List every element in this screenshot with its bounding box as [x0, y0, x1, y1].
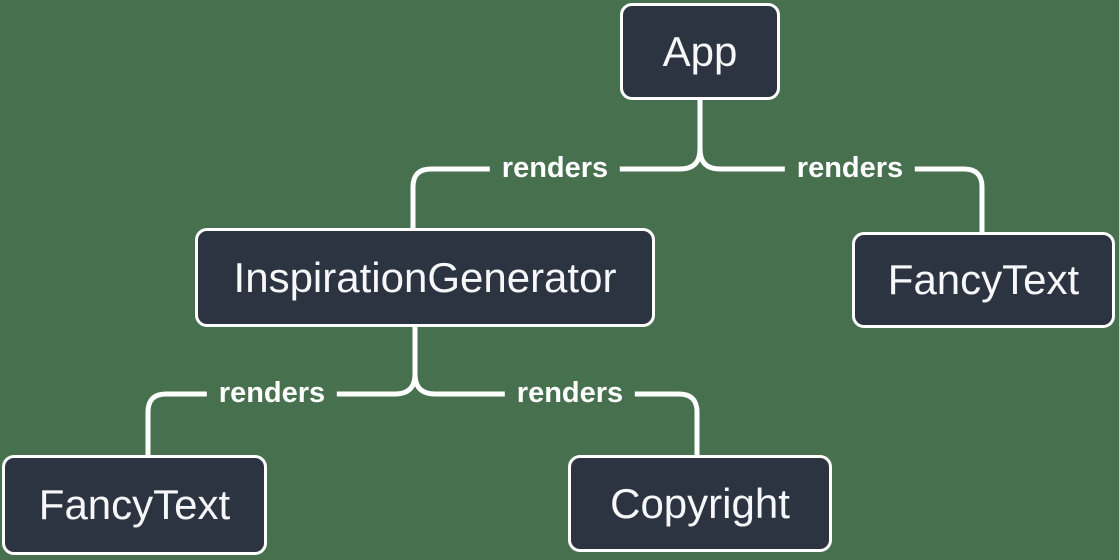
- node-fancy-text-label: FancyText: [887, 256, 1080, 303]
- node-app: App: [620, 3, 780, 100]
- edge-label-renders: renders: [206, 376, 338, 412]
- node-copyright: Copyright: [568, 455, 832, 552]
- edge-label-renders: renders: [489, 151, 621, 187]
- edge-label-renders: renders: [784, 151, 916, 187]
- node-fancy-text-label: FancyText: [38, 481, 231, 528]
- node-copyright-label: Copyright: [610, 479, 790, 527]
- node-fancy-text: FancyText: [852, 232, 1115, 328]
- node-fancy-text: FancyText: [2, 455, 267, 555]
- node-inspiration-generator: InspirationGenerator: [195, 228, 655, 327]
- node-inspiration-generator-label: InspirationGenerator: [233, 253, 617, 301]
- node-app-label: App: [662, 27, 738, 75]
- edge-label-renders: renders: [504, 376, 636, 412]
